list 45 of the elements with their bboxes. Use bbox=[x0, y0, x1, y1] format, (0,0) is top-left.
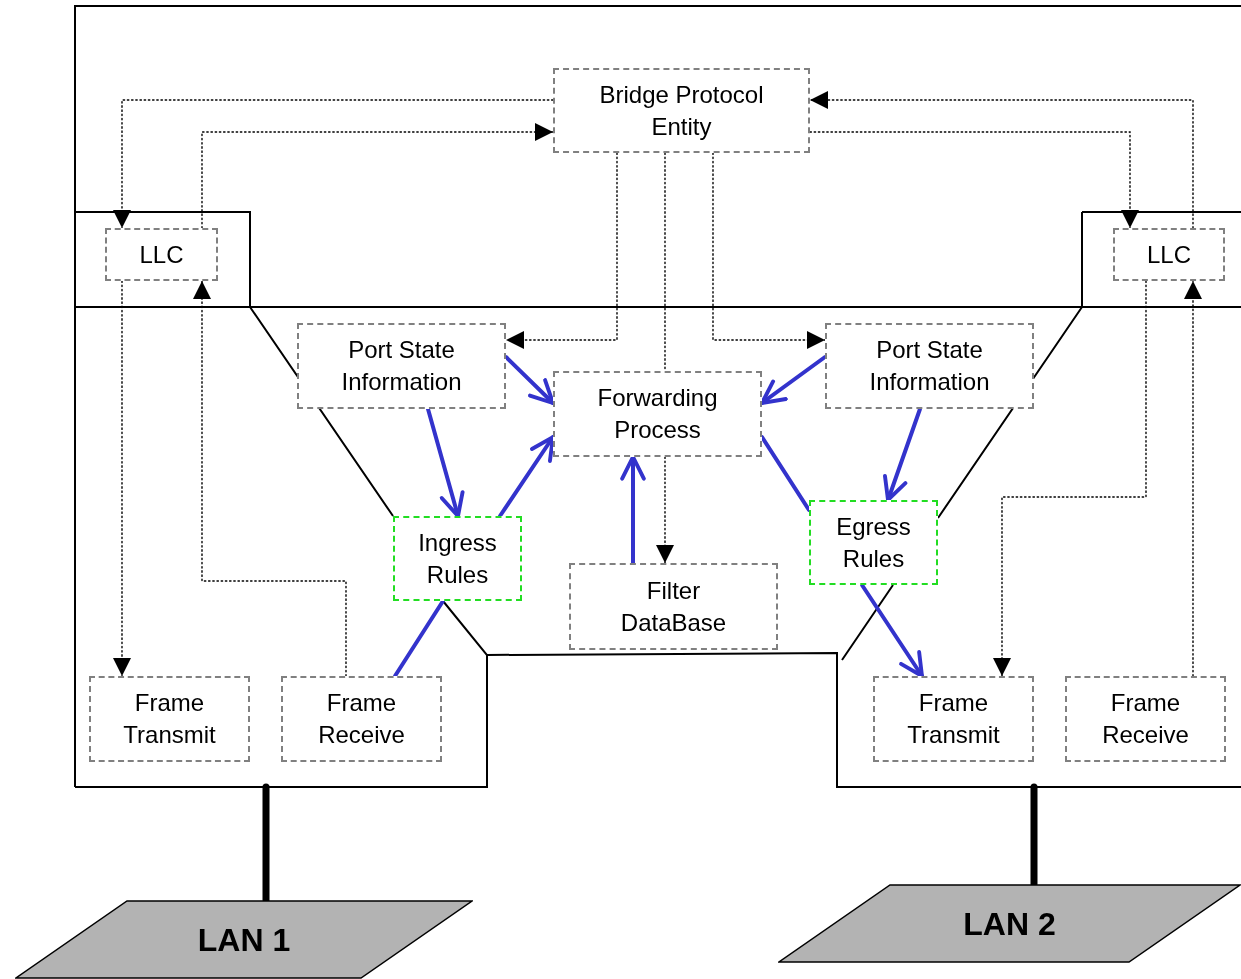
dotted-arrow bbox=[993, 280, 1147, 677]
node-label: Ingress Rules bbox=[417, 527, 498, 590]
arrow bbox=[860, 583, 924, 678]
dashed-box bbox=[553, 371, 762, 457]
lan-label: LAN 1 bbox=[197, 920, 291, 960]
node-label: Port State Information bbox=[868, 335, 991, 397]
dashed-box bbox=[809, 500, 938, 585]
node-label: Forwarding Process bbox=[596, 383, 719, 445]
dashed-box bbox=[297, 323, 506, 409]
dashed-box bbox=[569, 563, 778, 650]
node-label: LLC bbox=[1147, 239, 1191, 270]
dotted-arrow bbox=[1184, 280, 1202, 677]
node-label: Frame Receive bbox=[1101, 688, 1190, 750]
arrow bbox=[883, 407, 922, 502]
node-label: Frame Transmit bbox=[906, 688, 1001, 750]
lan-segment bbox=[15, 900, 473, 979]
dashed-box bbox=[873, 676, 1034, 762]
dashed-box bbox=[281, 676, 442, 762]
node-label: Port State Information bbox=[340, 335, 463, 397]
lan-label: LAN 2 bbox=[963, 904, 1056, 944]
dashed-box bbox=[105, 228, 218, 281]
dashed-box bbox=[89, 676, 250, 762]
arrow bbox=[498, 435, 555, 518]
dotted-arrow bbox=[201, 123, 554, 229]
node-label: LLC bbox=[139, 239, 184, 270]
dotted-arrow bbox=[113, 99, 554, 229]
node-label: Frame Receive bbox=[317, 688, 406, 750]
dashed-box bbox=[393, 516, 522, 601]
arrow bbox=[426, 407, 465, 518]
node-label: Frame Transmit bbox=[122, 688, 217, 750]
node-label: Bridge Protocol Entity bbox=[598, 79, 765, 142]
dotted-arrow bbox=[656, 456, 674, 564]
dotted-arrow bbox=[113, 280, 131, 677]
dotted-arrow bbox=[712, 152, 826, 349]
dotted-arrow bbox=[505, 152, 618, 349]
dotted-arrow bbox=[193, 280, 347, 677]
dashed-box bbox=[1113, 228, 1225, 281]
node-label: Filter DataBase bbox=[619, 575, 728, 638]
node-label: Egress Rules bbox=[835, 511, 912, 574]
lan-segment bbox=[778, 884, 1241, 963]
dashed-box bbox=[553, 68, 810, 153]
dashed-box bbox=[1065, 676, 1226, 762]
dotted-arrow bbox=[809, 91, 1194, 229]
arrow bbox=[620, 455, 646, 565]
dashed-box bbox=[825, 323, 1034, 409]
